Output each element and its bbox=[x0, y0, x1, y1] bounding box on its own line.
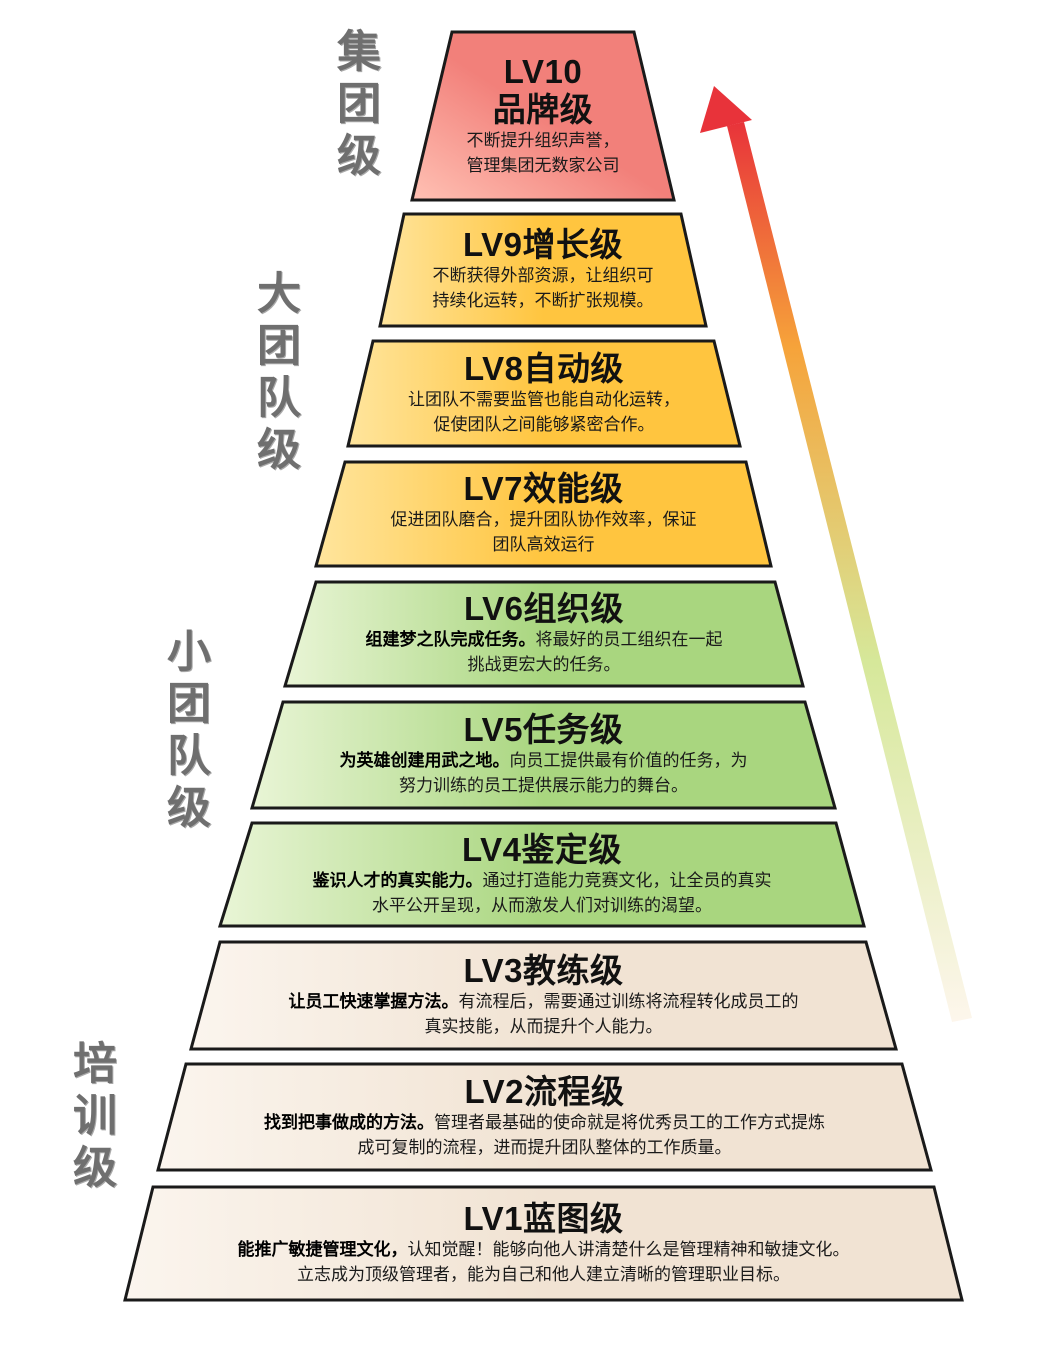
tier-description: 不断获得外部资源，让组织可持续化运转，不断扩张规模。 bbox=[433, 264, 654, 314]
tier-description: 促进团队磨合，提升团队协作效率，保证团队高效运行 bbox=[391, 508, 697, 558]
tier-description-text: 通过打造能力竞赛文化，让全员的真实水平公开呈现，从而激发人们对训练的渴望。 bbox=[372, 870, 772, 916]
tier-description-text: 不断提升组织声誉，管理集团无数家公司 bbox=[466, 131, 620, 176]
tier-description: 让员工快速掌握方法。有流程后，需要通过训练将流程转化成员工的真实技能，从而提升个… bbox=[289, 990, 799, 1040]
tier-description-text: 将最好的员工组织在一起挑战更宏大的任务。 bbox=[467, 630, 723, 675]
tier-shape-lv4 bbox=[217, 821, 866, 928]
tier-description: 组建梦之队完成任务。将最好的员工组织在一起挑战更宏大的任务。 bbox=[366, 628, 723, 678]
tier-description-highlight: 能推广敏捷管理文化， bbox=[237, 1239, 408, 1260]
tier-lv4: LV4鉴定级鉴识人才的真实能力。通过打造能力竞赛文化，让全员的真实水平公开呈现，… bbox=[220, 823, 864, 926]
tier-description: 让团队不需要监管也能自动化运转，促使团队之间能够紧密合作。 bbox=[408, 388, 680, 438]
tier-title: LV10 bbox=[503, 53, 583, 90]
tier-lv8: LV8自动级让团队不需要监管也能自动化运转，促使团队之间能够紧密合作。 bbox=[348, 341, 740, 446]
tier-shape-lv7 bbox=[314, 460, 773, 568]
tier-description: 不断提升组织声誉，管理集团无数家公司 bbox=[467, 129, 620, 179]
tier-title: LV3教练级 bbox=[463, 951, 624, 989]
tier-description-text: 促进团队磨合，提升团队协作效率，保证团队高效运行 bbox=[390, 510, 697, 555]
tier-description: 能推广敏捷管理文化，认知觉醒！能够向他人讲清楚什么是管理精神和敏捷文化。立志成为… bbox=[238, 1238, 850, 1288]
tier-lv2: LV2流程级找到把事做成的方法。管理者最基础的使命就是将优秀员工的工作方式提炼成… bbox=[158, 1064, 931, 1170]
tier-title: LV2流程级 bbox=[464, 1073, 625, 1110]
tier-shape-lv5 bbox=[249, 700, 837, 810]
tier-title: LV4鉴定级 bbox=[461, 830, 623, 868]
tier-description-highlight: 鉴识人才的真实能力。 bbox=[312, 870, 483, 891]
tier-title: LV9增长级 bbox=[462, 226, 624, 263]
tier-description: 鉴识人才的真实能力。通过打造能力竞赛文化，让全员的真实水平公开呈现，从而激发人们… bbox=[313, 869, 772, 919]
tier-shapes bbox=[123, 30, 964, 1302]
tier-title: LV1蓝图级 bbox=[463, 1199, 624, 1237]
tier-lv1: LV1蓝图级能推广敏捷管理文化，认知觉醒！能够向他人讲清楚什么是管理精神和敏捷文… bbox=[125, 1187, 962, 1300]
tier-shape-lv8 bbox=[346, 339, 742, 448]
tier-lv6: LV6组织级组建梦之队完成任务。将最好的员工组织在一起挑战更宏大的任务。 bbox=[285, 582, 803, 686]
tier-shape-lv2 bbox=[156, 1062, 933, 1172]
tier-lv5: LV5任务级为英雄创建用武之地。向员工提供最有价值的任务，为努力训练的员工提供展… bbox=[252, 702, 835, 808]
growth-arrow-head bbox=[700, 86, 752, 133]
tier-shape-lv10 bbox=[410, 30, 676, 202]
tier-shape-lv1 bbox=[123, 1185, 964, 1302]
tier-description-highlight: 找到把事做成的方法。 bbox=[264, 1113, 434, 1133]
tier-description-text: 向员工提供最有价值的任务，为努力训练的员工提供展示能力的舞台。 bbox=[399, 751, 748, 796]
growth-arrow bbox=[700, 86, 972, 1022]
group-label-small-team: 小团队级 bbox=[159, 628, 210, 836]
group-label-large-team: 大团队级 bbox=[249, 270, 300, 478]
tier-description-text: 有流程后，需要通过训练将流程转化成员工的真实技能，从而提升个人能力。 bbox=[424, 991, 799, 1037]
tier-description: 为英雄创建用武之地。向员工提供最有价值的任务，为努力训练的员工提供展示能力的舞台… bbox=[340, 749, 748, 799]
tier-shape-lv9 bbox=[378, 212, 708, 328]
tier-shape-lv6 bbox=[282, 580, 805, 688]
group-label-training: 培训级 bbox=[65, 1040, 116, 1196]
tier-shape-lv3 bbox=[189, 940, 898, 1051]
tier-description-text: 让团队不需要监管也能自动化运转，促使团队之间能够紧密合作。 bbox=[408, 389, 680, 435]
tier-description-highlight: 为英雄创建用武之地。 bbox=[339, 751, 510, 771]
tier-description-text: 管理者最基础的使命就是将优秀员工的工作方式提炼成可复制的流程，进而提升团队整体的… bbox=[357, 1113, 826, 1158]
tier-lv7: LV7效能级促进团队磨合，提升团队协作效率，保证团队高效运行 bbox=[316, 462, 771, 566]
tier-title: LV6组织级 bbox=[463, 590, 625, 627]
tier-lv3: LV3教练级让员工快速掌握方法。有流程后，需要通过训练将流程转化成员工的真实技能… bbox=[191, 942, 896, 1049]
tier-subtitle: 品牌级 bbox=[492, 91, 594, 128]
tier-lv9: LV9增长级不断获得外部资源，让组织可持续化运转，不断扩张规模。 bbox=[380, 214, 706, 326]
tier-description-text: 认知觉醒！能够向他人讲清楚什么是管理精神和敏捷文化。立志成为顶级管理者，能为自己… bbox=[297, 1239, 850, 1285]
tier-description-text: 不断获得外部资源，让组织可持续化运转，不断扩张规模。 bbox=[432, 266, 654, 311]
growth-arrow-shaft bbox=[727, 122, 972, 1022]
tier-description-highlight: 组建梦之队完成任务。 bbox=[365, 630, 536, 650]
tier-description: 找到把事做成的方法。管理者最基础的使命就是将优秀员工的工作方式提炼成可复制的流程… bbox=[264, 1111, 825, 1161]
group-label-group: 集团级 bbox=[329, 28, 380, 184]
tier-description-highlight: 让员工快速掌握方法。 bbox=[288, 991, 459, 1012]
tier-title: LV8自动级 bbox=[463, 349, 625, 387]
tier-title: LV5任务级 bbox=[463, 711, 624, 748]
tier-title: LV7效能级 bbox=[463, 470, 624, 507]
